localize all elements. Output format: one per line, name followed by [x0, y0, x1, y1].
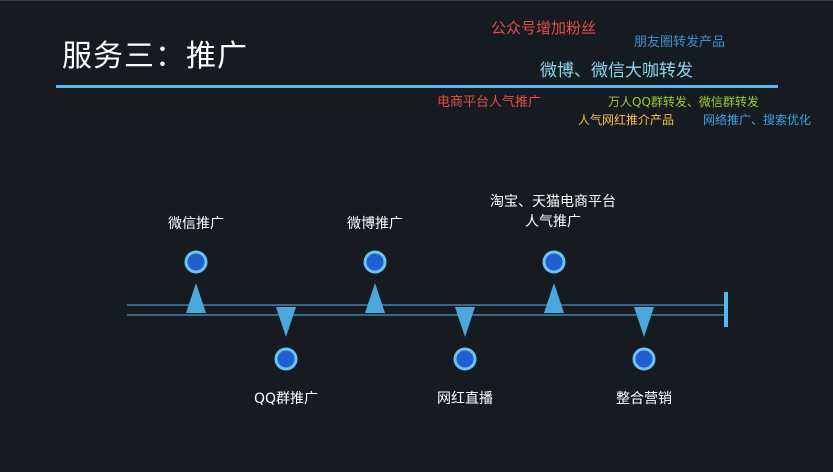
keyword-ecommerce: 电商平台人气推广: [437, 95, 542, 110]
keyword-seo: 网络推广、搜索优化: [703, 113, 812, 127]
timeline-node: [453, 347, 477, 371]
keyword-group-share: 万人QQ群转发、微信群转发: [608, 95, 759, 109]
timeline-label-wechat: 微信推广: [168, 216, 224, 232]
timeline-node: [184, 250, 208, 274]
timeline-marker-up: [544, 283, 564, 313]
title-underline: [56, 85, 778, 88]
keyword-moments: 朋友圈转发产品: [634, 35, 726, 50]
timeline-node: [542, 250, 566, 274]
timeline-marker-down: [634, 307, 654, 337]
timeline-label-ecommerce: 淘宝、天猫电商平台 人气推广: [490, 193, 616, 232]
keyword-netred: 人气网红推介产品: [578, 113, 675, 127]
timeline-label-ecommerce-line2: 人气推广: [525, 213, 581, 230]
timeline-marker-down: [455, 307, 475, 337]
keyword-official-account: 公众号增加粉丝: [491, 19, 597, 37]
slide-title: 服务三：推广: [62, 39, 248, 74]
timeline-label-live: 网红直播: [437, 391, 493, 407]
timeline-node: [274, 347, 298, 371]
timeline-node: [363, 250, 387, 274]
timeline-marker-up: [365, 283, 385, 313]
timeline-label-qq: QQ群推广: [253, 391, 319, 407]
timeline-node: [632, 347, 656, 371]
timeline-label-integrated: 整合营销: [616, 391, 672, 407]
timeline-end-cap: [724, 292, 728, 327]
timeline-marker-down: [276, 307, 296, 337]
keyword-influencer-share: 微博、微信大咖转发: [540, 61, 693, 81]
timeline-marker-up: [186, 283, 206, 313]
timeline-label-weibo: 微博推广: [347, 216, 403, 232]
timeline-label-ecommerce-line1: 淘宝、天猫电商平台: [490, 194, 616, 210]
